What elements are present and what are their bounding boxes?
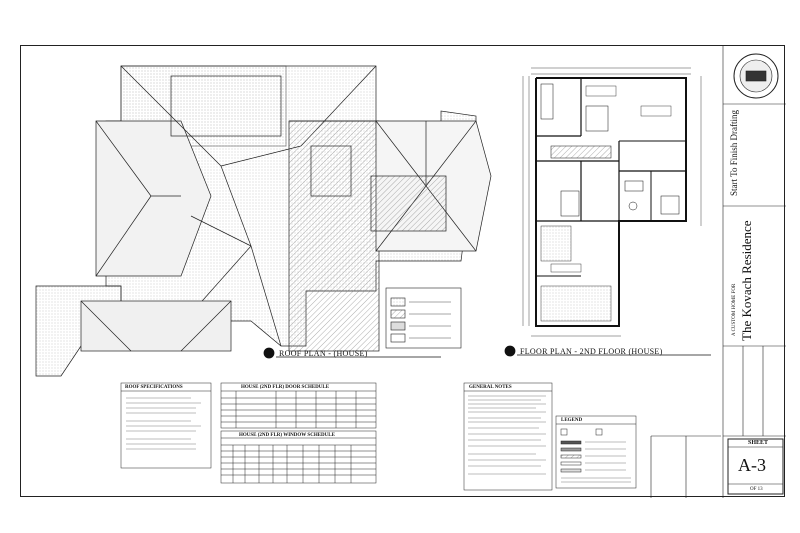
- drawing-sheet: ROOF PLAN - (HOUSE) FLOOR PLAN - 2ND FLO…: [20, 45, 786, 498]
- legend-box: [555, 415, 637, 489]
- sheet-label: SHEET: [748, 440, 769, 446]
- roof-plan-title: ROOF PLAN - (HOUSE): [279, 349, 368, 358]
- floor-plan-title: FLOOR PLAN - 2ND FLOOR (HOUSE): [520, 347, 663, 356]
- title-block: [650, 46, 786, 498]
- project-name: The Kovach Residence: [739, 220, 754, 341]
- roof-legend-box: [385, 287, 462, 349]
- general-notes-title: GENERAL NOTES: [469, 385, 512, 390]
- legend-title: LEGEND: [561, 418, 583, 423]
- door-schedule-table: [220, 382, 377, 429]
- roof-specs-table: [120, 382, 212, 469]
- window-schedule-title: HOUSE (2ND FLR) WINDOW SCHEDULE: [239, 433, 335, 438]
- roof-plan: [35, 65, 492, 377]
- sheet-number: A-3: [738, 455, 766, 475]
- window-schedule-table: [220, 430, 377, 484]
- project-subtitle: A CUSTOM HOME FOR: [732, 283, 737, 336]
- door-schedule-title: HOUSE (2ND FLR) DOOR SCHEDULE: [241, 385, 330, 390]
- floor-plan-2nd: [522, 67, 702, 337]
- company-name: Start To Finish Drafting: [729, 110, 739, 196]
- roof-plan-title-marker: [263, 347, 441, 359]
- general-notes-box: [463, 382, 553, 491]
- floor-plan-title-marker: [504, 345, 711, 357]
- roof-specs-title: ROOF SPECIFICATIONS: [125, 385, 183, 390]
- sheet-of: OF 13: [750, 487, 763, 492]
- drawing-canvas: [35, 46, 786, 498]
